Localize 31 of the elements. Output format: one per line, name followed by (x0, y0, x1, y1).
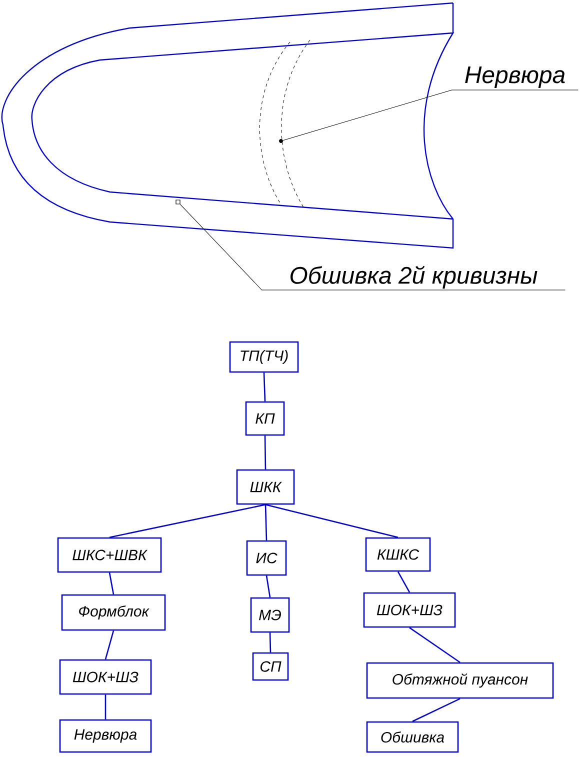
connector-line (397, 571, 410, 593)
process-box: СП (252, 652, 289, 681)
process-box: ШОК+ШЗ (363, 592, 456, 628)
connector-line (269, 632, 272, 652)
leader-line (180, 204, 566, 290)
leader-label: Нервюра (465, 66, 565, 88)
process-box: ИС (246, 540, 287, 576)
process-box: ШКС+ШВК (57, 537, 162, 573)
connector-line (104, 630, 114, 660)
process-box: Обшивка (366, 721, 459, 753)
process-box: ТП(ТЧ) (229, 341, 299, 373)
connector-line (264, 504, 268, 540)
connector-line (263, 372, 266, 402)
connector-line (412, 698, 460, 722)
process-box: ШКК (236, 469, 295, 505)
connector-line (109, 504, 266, 538)
process-box: КП (245, 401, 285, 436)
process-box: Нервюра (59, 719, 152, 753)
process-box: Обтяжной пуансон (366, 662, 554, 699)
process-box: МЭ (250, 597, 290, 633)
connector-line (108, 572, 114, 594)
process-box: Формблок (61, 594, 166, 631)
process-box: ШОК+ШЗ (59, 659, 152, 695)
leader-line (282, 90, 578, 141)
connector-line (264, 436, 266, 470)
connector-line (409, 627, 460, 663)
connector-line (266, 576, 271, 598)
connector-line (104, 694, 106, 720)
process-box: КШКС (365, 537, 431, 572)
leader-label: Обшивка 2й кривизны (290, 266, 538, 289)
connector-line (265, 504, 398, 538)
